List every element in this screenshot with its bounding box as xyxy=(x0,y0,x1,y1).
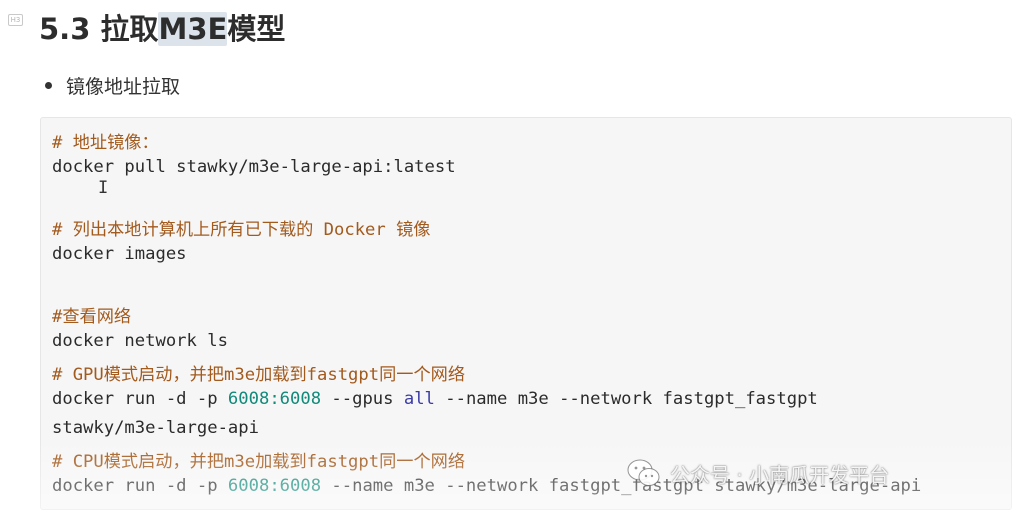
cmd-part: --name m3e --network fastgpt_fastgpt xyxy=(434,389,818,409)
keyword-all: all xyxy=(403,389,435,409)
section-heading: 5.3 拉取M3E模型 xyxy=(39,6,285,48)
code-docker-pull: docker pull stawky/m3e-large-api:latest xyxy=(52,157,456,177)
code-block[interactable]: # 地址镜像： docker pull stawky/m3e-large-api… xyxy=(40,117,1012,510)
bullet-item: 镜像地址拉取 xyxy=(43,72,180,99)
heading-highlight: M3E xyxy=(158,12,228,46)
code-comment-address: # 地址镜像： xyxy=(52,133,159,153)
code-comment-list-images: # 列出本地计算机上所有已下载的 Docker 镜像 xyxy=(52,220,431,240)
bullet-text: 镜像地址拉取 xyxy=(66,76,181,98)
code-image-name: stawky/m3e-large-api xyxy=(52,418,259,438)
port-number: 6008:6008 xyxy=(227,389,322,409)
cmd-part: docker run -d -p xyxy=(52,389,228,409)
heading-suffix: 模型 xyxy=(227,12,286,46)
code-docker-images: docker images xyxy=(52,244,187,264)
code-comment-network: #查看网络 xyxy=(52,307,132,327)
watermark: 公众号 · 小南瓜开发平台 xyxy=(626,458,889,488)
port-number: 6008:6008 xyxy=(227,476,322,496)
cmd-part: --gpus xyxy=(321,389,404,409)
bullet-dot-icon xyxy=(45,82,52,89)
text-cursor-icon: I xyxy=(98,178,109,198)
code-comment-gpu: # GPU模式启动，并把m3e加载到fastgpt同一个网络 xyxy=(52,365,466,385)
wechat-icon xyxy=(627,459,660,486)
code-docker-network: docker network ls xyxy=(52,331,228,351)
code-docker-run-gpu: docker run -d -p 6008:6008 --gpus all --… xyxy=(52,389,818,409)
heading-level-badge: H3 xyxy=(8,14,23,26)
code-comment-cpu: # CPU模式启动，并把m3e加载到fastgpt同一个网络 xyxy=(52,452,466,472)
watermark-text: 公众号 · 小南瓜开发平台 xyxy=(670,462,890,487)
cmd-part: docker run -d -p xyxy=(52,476,228,496)
heading-prefix: 5.3 拉取 xyxy=(39,12,159,46)
